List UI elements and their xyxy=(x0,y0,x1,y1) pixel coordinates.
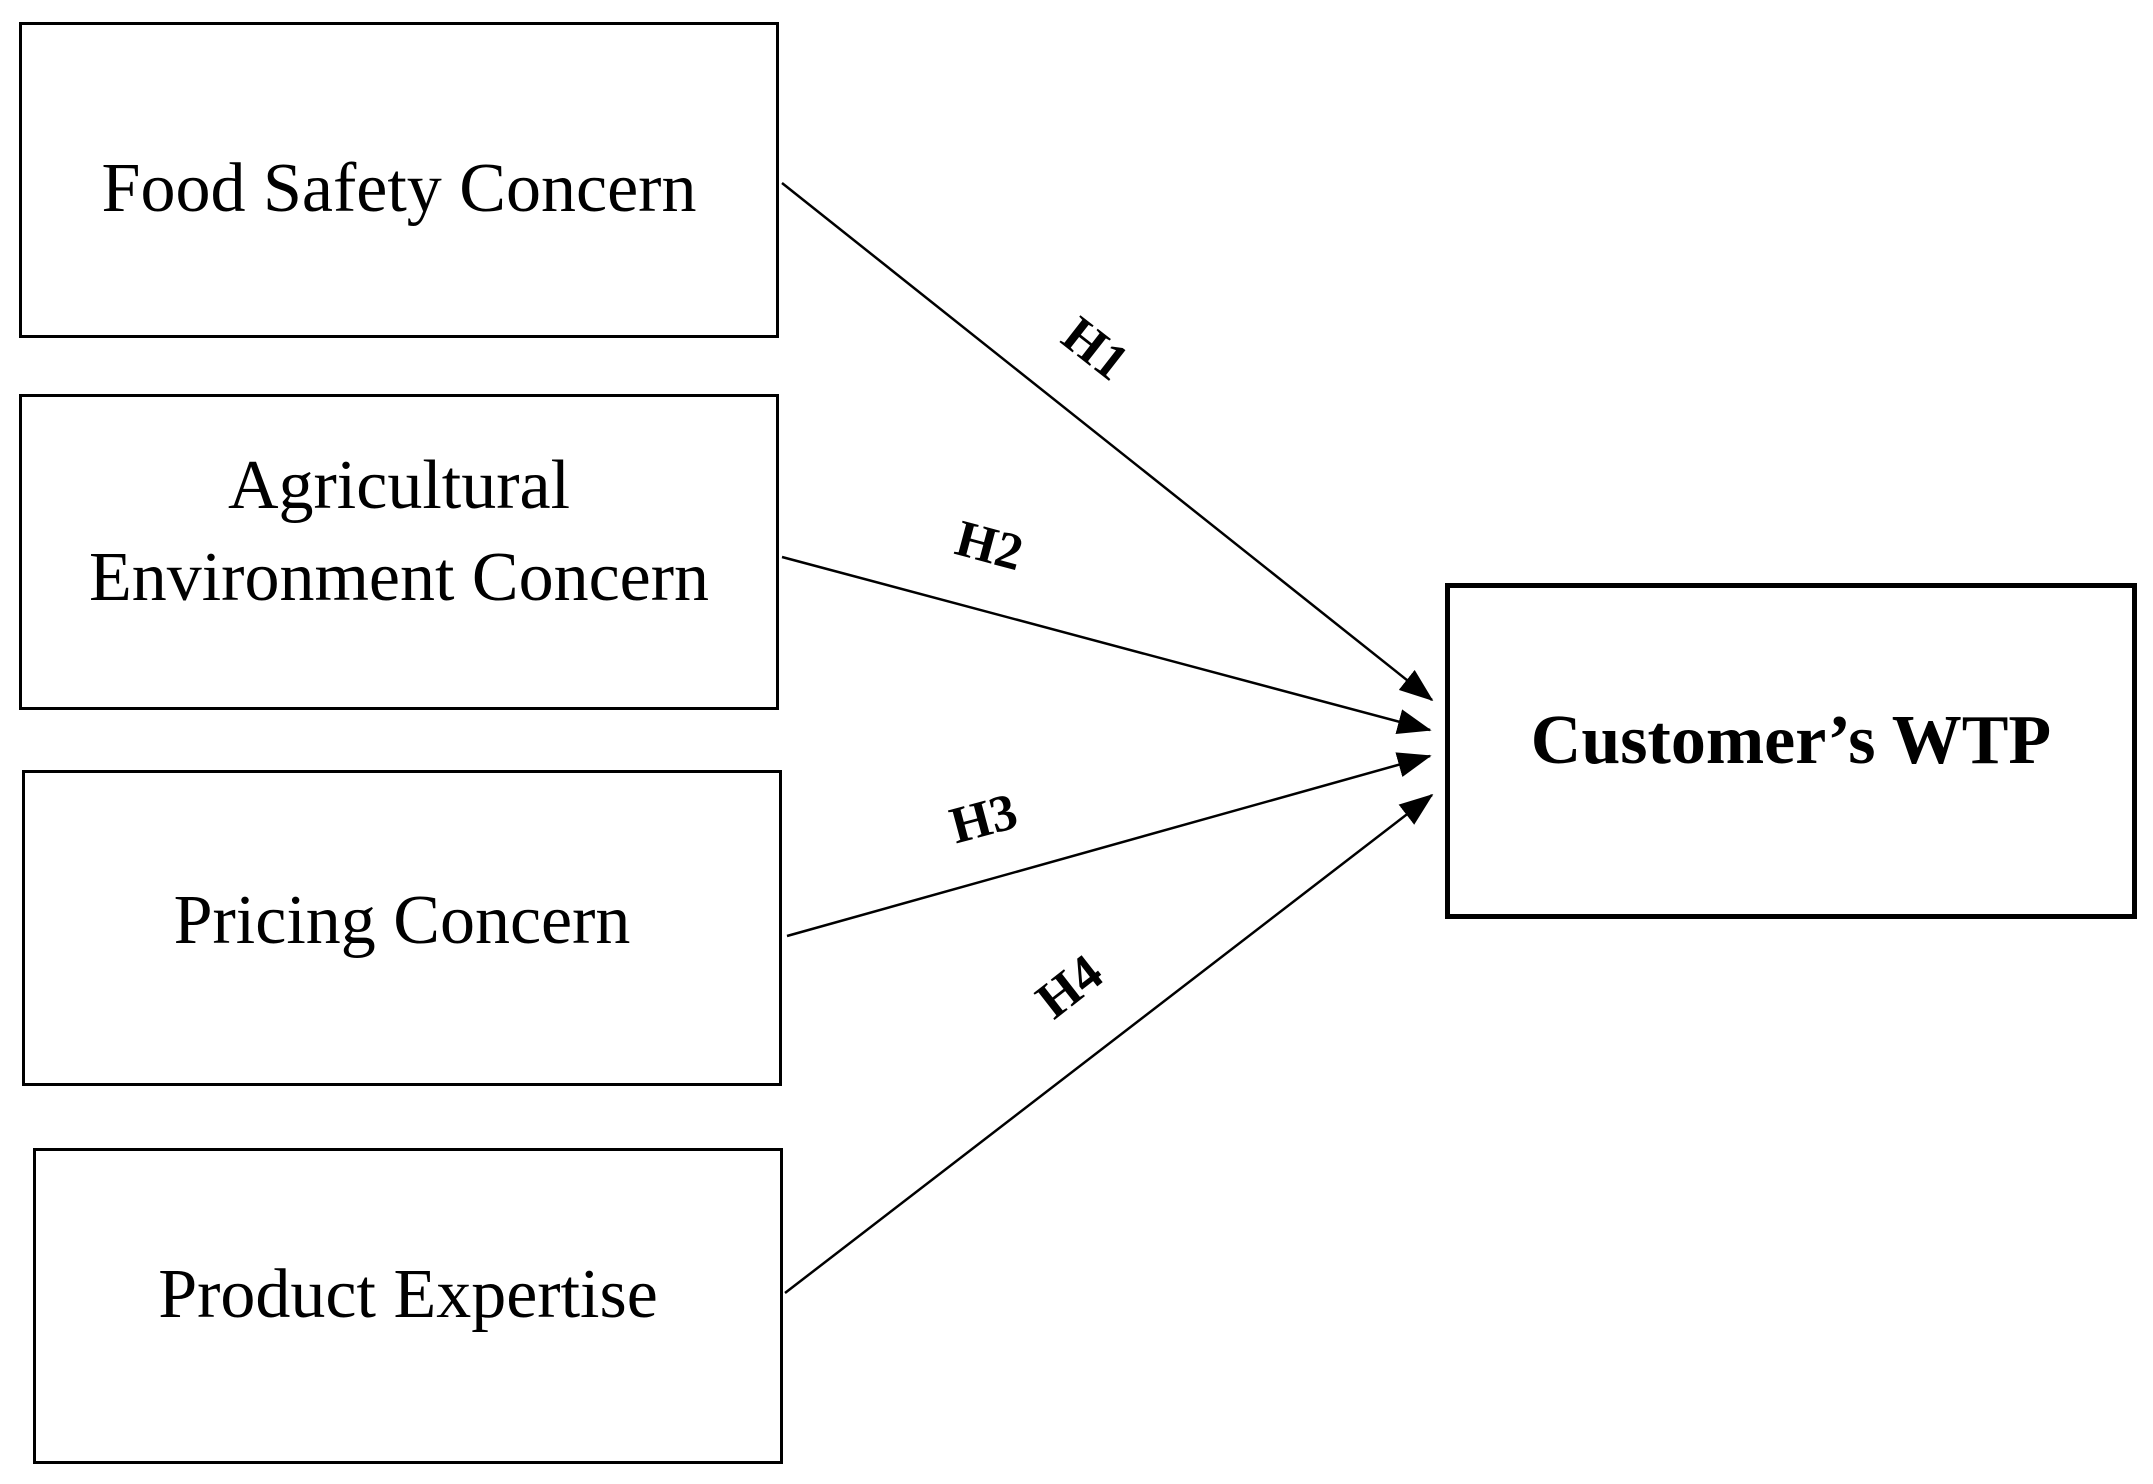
customers-wtp-box: Customer’s WTP xyxy=(1445,583,2137,919)
arrow-h2 xyxy=(781,555,1432,734)
arrow-h1 xyxy=(781,182,1434,702)
food-safety-concern-label: Food Safety Concern xyxy=(101,150,697,227)
customers-wtp-label: Customer’s WTP xyxy=(1530,702,2052,779)
arrow-h4 xyxy=(784,793,1434,1294)
food-safety-concern-box: Food Safety Concern xyxy=(19,22,779,338)
product-expertise-label: Product Expertise xyxy=(158,1256,658,1333)
agricultural-environment-concern-line2: Environment Concern xyxy=(88,539,710,616)
agricultural-environment-concern-box: Agricultural Environment Concern xyxy=(19,394,779,710)
label-h2: H2 xyxy=(950,510,1029,582)
arrow-h3 xyxy=(786,752,1432,938)
label-h1: H1 xyxy=(1051,306,1138,392)
pricing-concern-box: Pricing Concern xyxy=(22,770,782,1086)
product-expertise-box: Product Expertise xyxy=(33,1148,783,1464)
label-h4: H4 xyxy=(1026,944,1113,1030)
agricultural-environment-concern-line1: Agricultural xyxy=(227,447,571,524)
agricultural-environment-concern-label: Agricultural Environment Concern xyxy=(89,440,709,624)
label-h3: H3 xyxy=(944,783,1023,855)
pricing-concern-label: Pricing Concern xyxy=(173,882,631,959)
